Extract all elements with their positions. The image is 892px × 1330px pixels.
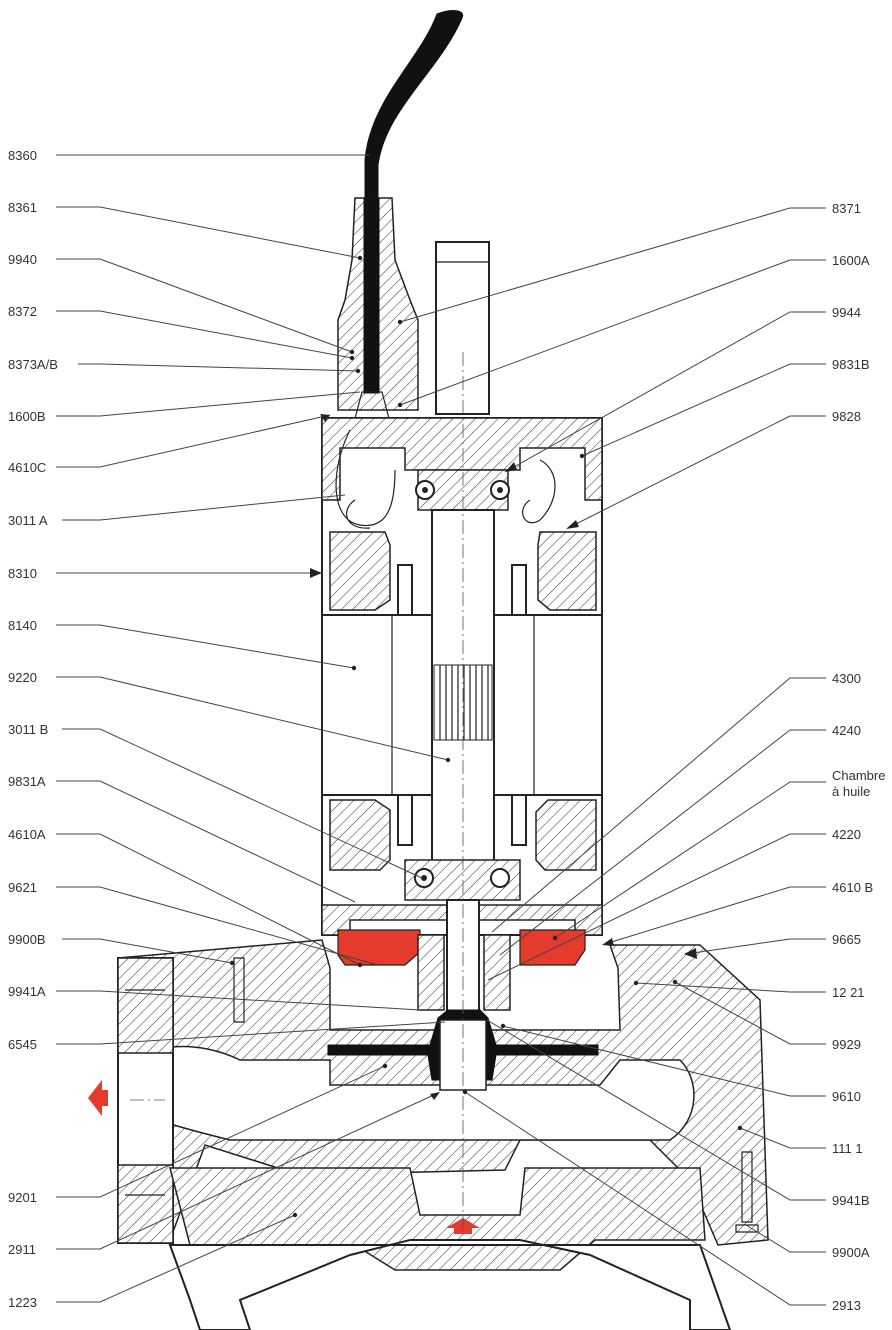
label-9944: 9944	[832, 305, 861, 320]
label-9828: 9828	[832, 409, 861, 424]
label-8371: 8371	[832, 201, 861, 216]
label-1600b: 1600B	[8, 409, 46, 424]
label-3011a: 3011 A	[8, 513, 48, 528]
label-1223: 1223	[8, 1295, 37, 1310]
leader-lines	[56, 154, 826, 1306]
label-9665: 9665	[832, 932, 861, 947]
winding-head-upper-right	[537, 531, 597, 611]
cable-gland-core	[363, 197, 380, 394]
label-4300: 4300	[832, 671, 861, 686]
label-8310: 8310	[8, 566, 37, 581]
label-9201: 9201	[8, 1190, 37, 1205]
winding-head-lower-left	[329, 799, 391, 871]
mechanical-seal-left	[417, 934, 445, 1011]
power-cable	[364, 10, 464, 393]
labels-left: 8360 8361 9940 8372 8373A/B 1600B 4610C …	[8, 148, 58, 1310]
label-4220: 4220	[832, 827, 861, 842]
label-9621: 9621	[8, 880, 37, 895]
labels-right: 8371 1600A 9944 9831B 9828 4300 4240 Cha…	[832, 201, 885, 1313]
label-8360: 8360	[8, 148, 37, 163]
volute-passage	[124, 1045, 695, 1141]
label-1600a: 1600A	[832, 253, 870, 268]
label-9900b: 9900B	[8, 932, 46, 947]
winding-head-lower-right	[535, 799, 597, 871]
label-3011b: 3011 B	[8, 722, 48, 737]
lifting-handle	[435, 241, 490, 415]
winding-head-upper-left	[329, 531, 391, 611]
label-9610: 9610	[832, 1089, 861, 1104]
label-9831a: 9831A	[8, 774, 46, 789]
label-8140: 8140	[8, 618, 37, 633]
discharge-arrow	[88, 1080, 108, 1116]
pump-stand	[168, 1239, 732, 1330]
label-4240: 4240	[832, 723, 861, 738]
label-1111: 111 1	[832, 1141, 863, 1156]
label-4610b: 4610 B	[832, 880, 873, 895]
label-9929: 9929	[832, 1037, 861, 1052]
fixing-bolt-left	[233, 957, 245, 1023]
internal-wiring	[335, 429, 396, 529]
oil-chamber-left	[337, 929, 421, 966]
label-a-huile: à huile	[832, 784, 870, 799]
label-9900a: 9900A	[832, 1245, 870, 1260]
label-8373ab: 8373A/B	[8, 357, 58, 372]
label-1221: 12 21	[832, 985, 865, 1000]
label-9941b: 9941B	[832, 1193, 870, 1208]
label-4610a: 4610A	[8, 827, 46, 842]
label-2913: 2913	[832, 1298, 861, 1313]
top-cover	[321, 417, 603, 501]
label-2911: 2911	[8, 1242, 36, 1257]
label-8361: 8361	[8, 200, 37, 215]
label-9941a: 9941A	[8, 984, 46, 999]
label-9940: 9940	[8, 252, 37, 267]
label-chambre: Chambre	[832, 768, 885, 783]
label-9831b: 9831B	[832, 357, 870, 372]
label-4610c: 4610C	[8, 460, 46, 475]
label-6545: 6545	[8, 1037, 37, 1052]
label-9220: 9220	[8, 670, 37, 685]
pump-drawing	[88, 10, 769, 1330]
mechanical-seal-right	[483, 934, 511, 1011]
label-8372: 8372	[8, 304, 37, 319]
lower-bearing-right	[490, 868, 510, 888]
